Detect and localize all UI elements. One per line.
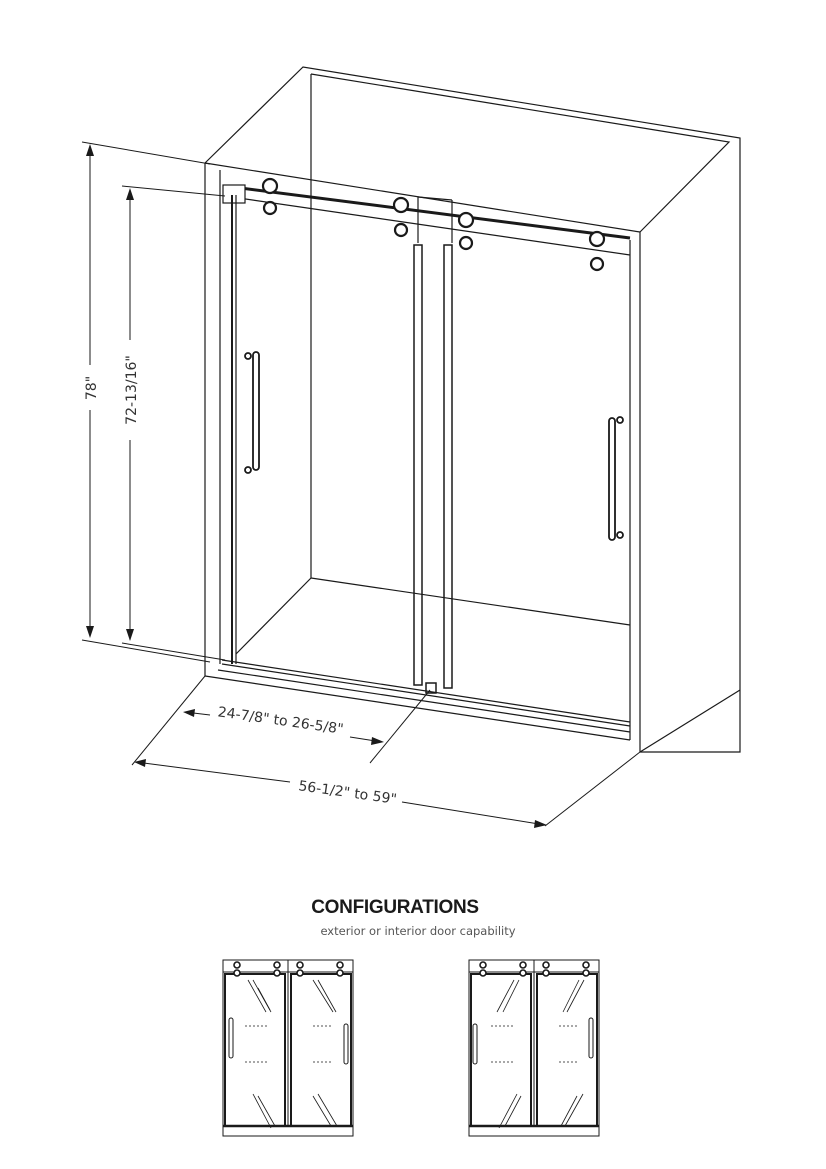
panel-width-label: 24-7/8" to 26-5/8" bbox=[217, 704, 345, 737]
door-handles bbox=[244, 351, 624, 541]
configurations-title: CONFIGURATIONS bbox=[311, 897, 479, 918]
door-panels bbox=[231, 195, 453, 694]
top-rail bbox=[222, 184, 631, 256]
configuration-b bbox=[468, 959, 600, 1137]
total-height-label: 78" bbox=[84, 376, 100, 400]
overall-width-label: 56-1/2" to 59" bbox=[297, 778, 397, 808]
enclosure-frame bbox=[204, 66, 741, 753]
arrowheads bbox=[86, 144, 547, 828]
configuration-a bbox=[222, 959, 354, 1137]
dimension-lines bbox=[81, 141, 641, 827]
door-height-label: 72-13/16" bbox=[124, 355, 140, 425]
rollers bbox=[261, 177, 606, 272]
configurations-subtitle: exterior or interior door capability bbox=[320, 924, 516, 938]
